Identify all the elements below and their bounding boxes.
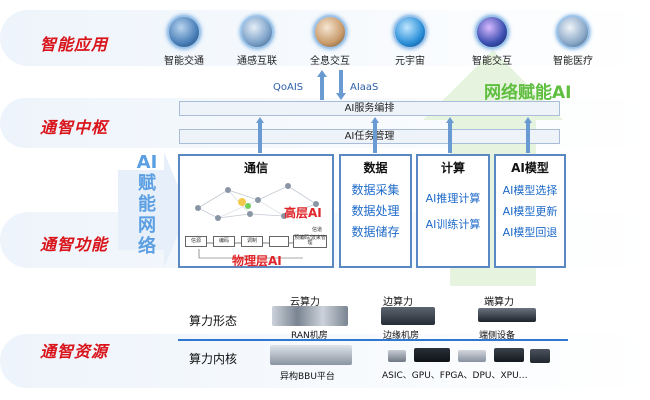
layer-label-func: 通智功能 xyxy=(40,235,109,254)
network-ai-label: 网络赋能AI xyxy=(484,83,572,103)
ai-service-bar[interactable]: AI服务编排 xyxy=(179,101,560,116)
comm-title: 通信 xyxy=(243,161,268,175)
hub-connectors xyxy=(256,117,532,153)
data-item: 数据采集 xyxy=(351,183,400,197)
app-label: 通感互联 xyxy=(237,56,277,67)
ai-model-title: AI模型 xyxy=(511,161,549,175)
bbu-platform-label: 异构BBU平台 xyxy=(280,372,335,382)
ran-room-label: RAN机房 xyxy=(291,331,328,341)
ai-empower-char: 赋 xyxy=(138,173,156,194)
ai-model-panel[interactable]: AI模型 AI模型选择 AI模型更新 AI模型回退 xyxy=(494,154,566,268)
ai-model-item: AI模型回退 xyxy=(502,226,558,239)
data-title: 数据 xyxy=(363,161,388,175)
hologram-icon xyxy=(313,15,347,49)
ai-empower-char: 能 xyxy=(138,194,156,215)
medical-icon xyxy=(556,15,590,49)
compute-core-label: 算力内核 xyxy=(189,352,238,366)
chip-types-label: ASIC、GPU、FPGA、DPU、XPU… xyxy=(382,371,528,381)
app-traffic[interactable]: 智能交通 xyxy=(152,15,216,67)
data-item: 数据储存 xyxy=(351,225,400,239)
chip-icon xyxy=(530,349,550,363)
node-modulation: 调制 xyxy=(241,236,263,247)
aiaas-label: AIaaS xyxy=(350,82,379,93)
data-item: 数据处理 xyxy=(351,204,400,218)
app-interaction[interactable]: 智能交互 xyxy=(460,15,524,67)
app-label: 元宇宙 xyxy=(395,56,425,67)
layer-label-hub: 通智中枢 xyxy=(40,118,109,137)
data-panel[interactable]: 数据 数据采集 数据处理 数据储存 xyxy=(339,154,412,268)
layer-label-res: 通智资源 xyxy=(40,342,109,361)
ai-task-bar[interactable]: AI任务管理 xyxy=(179,129,560,144)
app-hologram[interactable]: 全息交互 xyxy=(298,15,362,67)
sensing-icon xyxy=(240,15,274,49)
traffic-icon xyxy=(167,15,201,49)
ai-model-item: AI模型更新 xyxy=(502,205,558,218)
ai-model-item: AI模型选择 xyxy=(502,184,558,197)
qoais-label: QoAIS xyxy=(273,82,304,93)
compute-panel[interactable]: 计算 AI推理计算 AI训练计算 xyxy=(416,154,490,268)
ai-empower-char: AI xyxy=(136,152,158,173)
resource-divider xyxy=(178,339,568,341)
aiaas-arrow xyxy=(336,70,346,100)
terminal-device-image xyxy=(478,308,536,322)
node-channel: 信道 xyxy=(312,227,323,233)
node-precoding: 预编码/波束管理 xyxy=(293,235,327,248)
cloud-compute-label: 云算力 xyxy=(290,297,320,308)
interaction-icon xyxy=(475,15,509,49)
ai-network-arrow xyxy=(118,152,188,268)
layer-label-app: 智能应用 xyxy=(40,35,109,54)
bbu-platform-image xyxy=(270,345,352,365)
network-graph-icon xyxy=(195,183,319,221)
app-medical[interactable]: 智能医疗 xyxy=(541,15,605,67)
node-block xyxy=(269,236,289,247)
app-label: 智能交通 xyxy=(164,56,204,67)
node-coding: 编码 xyxy=(213,236,235,247)
compute-form-label: 算力形态 xyxy=(189,314,238,328)
app-metaverse[interactable]: 元宇宙 xyxy=(378,15,442,67)
comm-panel[interactable]: 通信 高层AI 信源 编码 调制 预编码/波束管理 信道 物理层AI xyxy=(178,154,334,268)
app-label: 全息交互 xyxy=(310,56,350,67)
chip-icon xyxy=(494,348,524,362)
app-label: 智能交互 xyxy=(472,56,512,67)
ai-empower-text: AI 赋 能 网 络 xyxy=(136,152,158,257)
edge-room-label: 边缘机房 xyxy=(383,331,420,341)
ai-empower-char: 网 xyxy=(138,215,156,236)
chain-arrows xyxy=(198,242,303,259)
metaverse-icon xyxy=(393,15,427,49)
node-source: 信源 xyxy=(185,236,207,247)
high-layer-ai: 高层AI xyxy=(284,206,322,220)
physical-layer-ai: 物理层AI xyxy=(232,254,282,268)
app-label: 智能医疗 xyxy=(553,56,593,67)
chip-icon xyxy=(388,350,406,362)
chip-icon xyxy=(414,348,450,362)
ran-room-image xyxy=(272,306,348,326)
terminal-device-label: 端侧设备 xyxy=(479,331,516,341)
compute-item: AI训练计算 xyxy=(425,218,481,231)
edge-compute-label: 边算力 xyxy=(383,297,413,308)
compute-title: 计算 xyxy=(440,161,465,175)
terminal-compute-label: 端算力 xyxy=(484,297,514,308)
compute-item: AI推理计算 xyxy=(425,192,481,205)
app-sensing[interactable]: 通感互联 xyxy=(225,15,289,67)
qoais-arrow xyxy=(317,70,327,100)
ai-empower-char: 络 xyxy=(138,236,156,257)
edge-room-image xyxy=(381,307,435,325)
chip-icon xyxy=(458,350,486,362)
